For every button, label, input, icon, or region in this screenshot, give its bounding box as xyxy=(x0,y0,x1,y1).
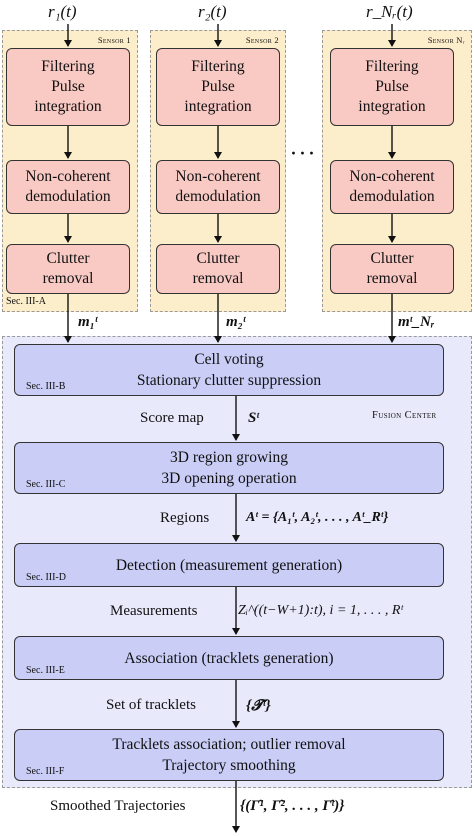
sensor-section-label: Sec. III-A xyxy=(6,296,46,307)
filtering-block-n: Filtering Pulse integration xyxy=(330,48,454,126)
stage-3-line1: Detection (measurement generation) xyxy=(115,556,343,574)
demod-block-1: Non-coherent demodulation xyxy=(6,160,130,214)
stage-tracklets-association: Tracklets association; outlier removal T… xyxy=(14,729,444,781)
input-r2: r₂(t) xyxy=(198,2,227,21)
stage-2-line1: 3D region growing xyxy=(170,449,288,466)
flow-measurements-symbol: Zᵢ^((t−W+1):t), i = 1, . . . , Rᵗ xyxy=(238,603,403,618)
fusion-center-label: Fusion Center xyxy=(372,410,437,421)
stage-5-line2: Trajectory smoothing xyxy=(162,757,296,774)
demod-block-n: Non-coherent demodulation xyxy=(330,160,454,214)
flow-score-map-symbol: Sᵗ xyxy=(248,410,260,426)
stage-region-growing: 3D region growing 3D opening operation xyxy=(14,442,444,494)
stage-detection: Detection (measurement generation) xyxy=(14,543,444,587)
sensor-label-n: Sensor Nᵣ xyxy=(427,35,465,45)
stage-1-line1: Cell voting xyxy=(194,351,264,368)
flow-regions: Regions xyxy=(160,510,210,526)
clutter-block-n: Clutter removal xyxy=(330,244,454,294)
flow-measurements: Measurements xyxy=(110,603,198,619)
demod-block-2: Non-coherent demodulation xyxy=(156,160,280,214)
stage-1-sec: Sec. III-B xyxy=(26,381,66,392)
stage-1-line2: Stationary clutter suppression xyxy=(136,372,322,389)
flow-tracklets: Set of tracklets xyxy=(106,697,196,713)
flow-regions-symbol: Aᵗ = {A₁ᵗ, A₂ᵗ, . . . , Aᵗ_Rᵗ} xyxy=(246,510,389,525)
sensor-label-1: Sensor 1 xyxy=(97,35,131,45)
flow-score-map: Score map xyxy=(140,410,204,426)
input-rn: r_Nᵣ(t) xyxy=(366,2,413,21)
output-m1: m₁ᵗ xyxy=(78,314,98,330)
sensor-label-2: Sensor 2 xyxy=(245,35,279,45)
output-mn: mᵗ_Nᵣ xyxy=(398,314,435,330)
clutter-block-1: Clutter removal xyxy=(6,244,130,294)
output-m2: m₂ᵗ xyxy=(226,314,246,330)
stage-3-sec: Sec. III-D xyxy=(26,572,66,583)
stage-cell-voting: Cell voting Stationary clutter suppressi… xyxy=(14,344,444,396)
stage-association: Association (tracklets generation) xyxy=(14,636,444,680)
flow-smoothed-symbol: {(Γ̂¹, Γ̂², . . . , Γ̂ᵗ)} xyxy=(240,798,345,814)
stage-2-line2: 3D opening operation xyxy=(161,470,297,487)
stage-5-line1: Tracklets association; outlier removal xyxy=(112,736,346,753)
filtering-block-1: Filtering Pulse integration xyxy=(6,48,130,126)
stage-2-sec: Sec. III-C xyxy=(26,479,66,490)
stage-4-sec: Sec. III-E xyxy=(26,665,65,676)
flow-smoothed: Smoothed Trajectories xyxy=(50,798,186,814)
filtering-block-2: Filtering Pulse integration xyxy=(156,48,280,126)
flow-tracklets-symbol: {𝓣ᵗ} xyxy=(246,698,271,714)
stage-5-sec: Sec. III-F xyxy=(26,766,65,777)
stage-4-line1: Association (tracklets generation) xyxy=(124,649,334,667)
input-r1: r₁(t) xyxy=(48,2,77,21)
clutter-block-2: Clutter removal xyxy=(156,244,280,294)
ellipsis: ··· xyxy=(290,142,317,167)
